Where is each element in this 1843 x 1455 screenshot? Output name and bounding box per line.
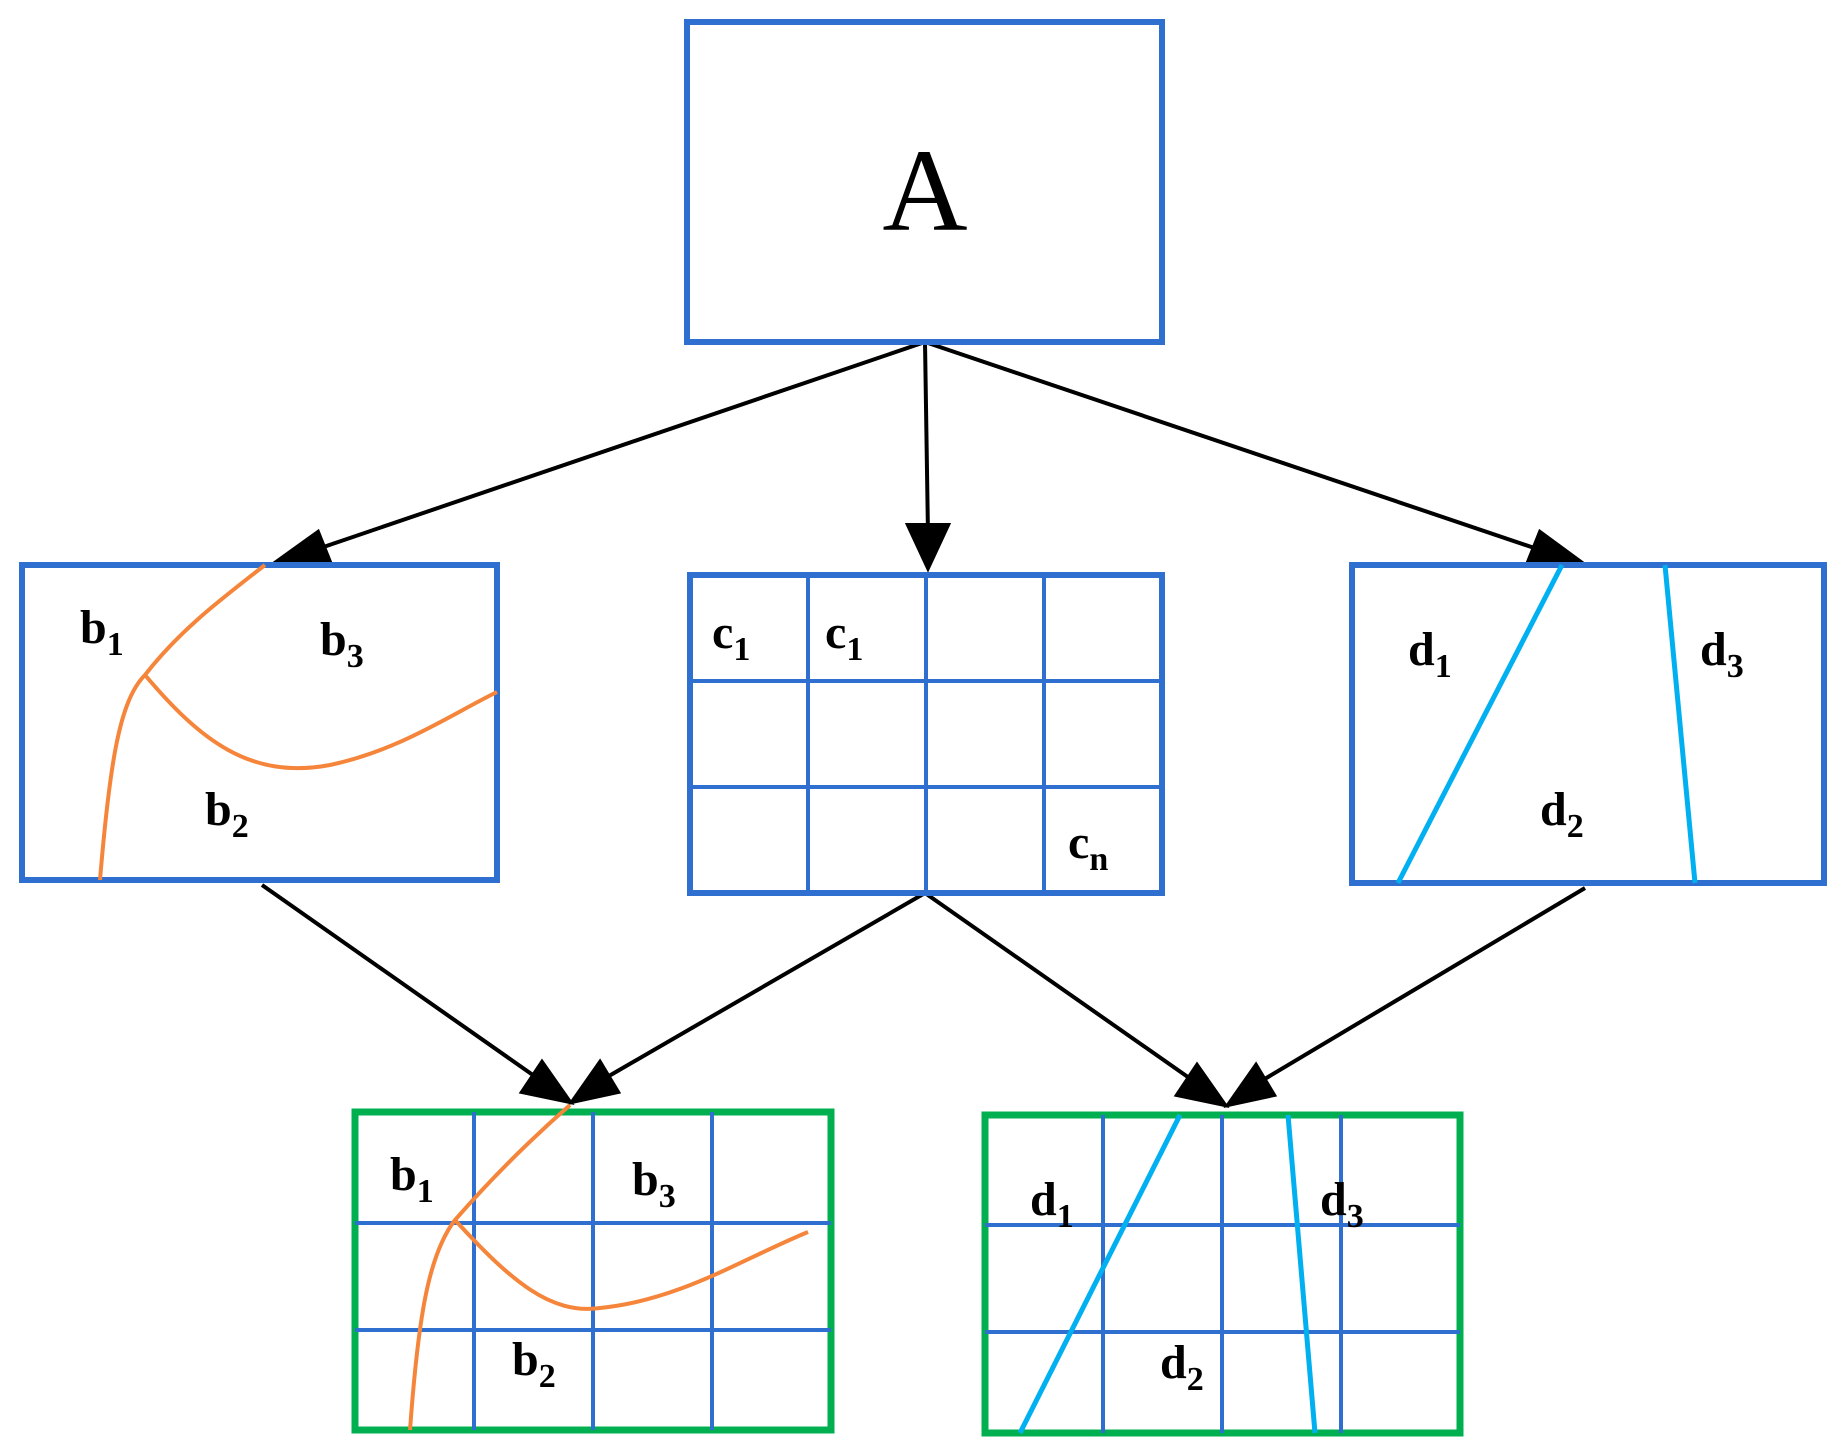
- arrow-a-to-d: [924, 340, 1556, 557]
- box-b-frame: [19, 562, 500, 883]
- arrow-a-to-b: [299, 340, 926, 557]
- box-b-label-b2: b2: [205, 783, 249, 845]
- box-b-curve-branch: [143, 673, 498, 771]
- arrowhead-a-to-c: [904, 523, 952, 573]
- arrow-c-to-merged-bc: [600, 891, 927, 1082]
- merged-box-cd: d1 d3 d2: [981, 1111, 1464, 1437]
- box-c-label-c1-a: c1: [712, 606, 750, 668]
- arrowhead-a-to-b: [265, 528, 333, 568]
- merged-cd-label-d1: d1: [1030, 1173, 1074, 1235]
- merged-bc-label-b1: b1: [390, 1148, 434, 1210]
- merged-cd-grid: [985, 1115, 1460, 1433]
- merged-bc-label-b2: b2: [512, 1333, 556, 1395]
- top-box-label: A: [882, 125, 967, 256]
- box-c: c1 c1 cn: [687, 572, 1165, 896]
- box-c-grid: [690, 575, 1162, 893]
- merged-cd-label-d3: d3: [1320, 1173, 1364, 1235]
- merged-cd-line-left: [1017, 1113, 1183, 1435]
- merged-bc-curve-branch: [453, 1218, 809, 1311]
- arrow-c-to-merged-cd: [923, 891, 1197, 1084]
- arrowhead-a-to-d: [1525, 528, 1592, 568]
- box-d-label-d1: d1: [1408, 623, 1452, 685]
- arrowhead-c-to-merged-bc: [567, 1058, 622, 1106]
- box-d-line-left: [1395, 563, 1565, 885]
- top-box-a: A: [684, 19, 1165, 345]
- box-b: b1 b3 b2: [19, 562, 500, 883]
- box-d-label-d2: d2: [1540, 783, 1584, 845]
- box-c-label-cn: cn: [1068, 816, 1108, 878]
- box-c-label-c1-b: c1: [825, 606, 863, 668]
- merged-cd-label-d2: d2: [1160, 1336, 1204, 1398]
- box-d-line-right: [1662, 564, 1698, 884]
- merged-bc-grid: [355, 1112, 831, 1430]
- box-b-label-b3: b3: [320, 613, 364, 675]
- box-d-label-d3: d3: [1700, 623, 1744, 685]
- box-d: d1 d3 d2: [1349, 562, 1827, 886]
- arrowhead-b-to-merged-bc: [518, 1058, 575, 1105]
- arrowhead-c-to-merged-cd: [1173, 1061, 1230, 1108]
- top-box-frame: [684, 19, 1165, 345]
- arrow-a-to-c: [923, 341, 930, 536]
- arrow-d-to-merged-cd: [1256, 886, 1587, 1085]
- arrows: [260, 340, 1592, 1109]
- merged-cd-line-right: [1285, 1114, 1318, 1434]
- box-b-label-b1: b1: [80, 601, 124, 663]
- arrow-b-to-merged-bc: [260, 883, 542, 1082]
- arrowhead-d-to-merged-cd: [1223, 1061, 1278, 1109]
- merged-bc-label-b3: b3: [632, 1153, 676, 1215]
- merged-box-bc: b1 b3 b2: [351, 1103, 835, 1434]
- box-d-frame: [1349, 562, 1827, 886]
